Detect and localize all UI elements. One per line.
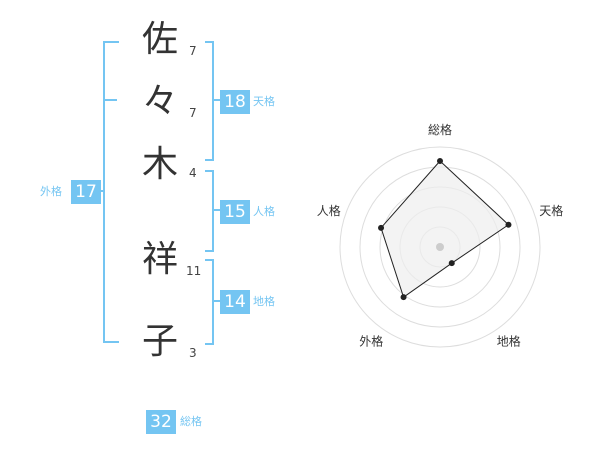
chikaku-connector [212,300,220,302]
name-char-1: 佐 [141,19,178,60]
tenkaku-bracket [205,41,214,161]
tenkaku-value: 18 [220,90,250,114]
gaikaku-bracket [103,41,119,343]
jinkaku-label: 人格 [253,205,275,218]
radar-point-2 [505,221,512,228]
soukaku-label: 総格 [180,415,202,428]
radar-data-polygon [380,160,510,298]
chikaku-label: 地格 [253,295,275,308]
stroke-count-3: 4 [189,166,197,180]
radar-center-dot [436,243,444,251]
radar-axis-label-3: 地格 [497,334,521,349]
radar-point-3 [448,260,455,267]
radar-point-1 [437,158,443,164]
name-char-2: 々 [141,81,178,122]
radar-axis-label-5: 人格 [317,203,341,218]
tenkaku-label: 天格 [253,95,275,108]
radar-axis-label-4: 外格 [359,334,383,349]
name-char-3: 木 [141,144,178,185]
stroke-count-4: 11 [186,264,202,278]
radar-axis-label-1: 総格 [428,122,452,137]
gaikaku-connector [97,190,105,192]
name-char-4: 祥 [141,239,178,280]
chikaku-value: 14 [220,290,250,314]
tenkaku-connector [212,99,220,101]
soukaku-value: 32 [146,410,176,434]
radar-point-5 [378,224,385,231]
jinkaku-value: 15 [220,200,250,224]
jinkaku-connector [212,209,220,211]
gaikaku-mid-tick [105,99,117,101]
radar-point-4 [400,294,407,301]
radar-axis-label-2: 天格 [539,203,563,218]
stroke-count-1: 7 [189,44,197,58]
stroke-count-5: 3 [189,346,197,360]
gaikaku-label: 外格 [40,185,62,198]
gaikaku-value: 17 [71,180,101,204]
chikaku-bracket [205,259,214,345]
jinkaku-bracket [205,170,214,252]
name-char-5: 子 [141,321,178,362]
stroke-count-2: 7 [189,106,197,120]
